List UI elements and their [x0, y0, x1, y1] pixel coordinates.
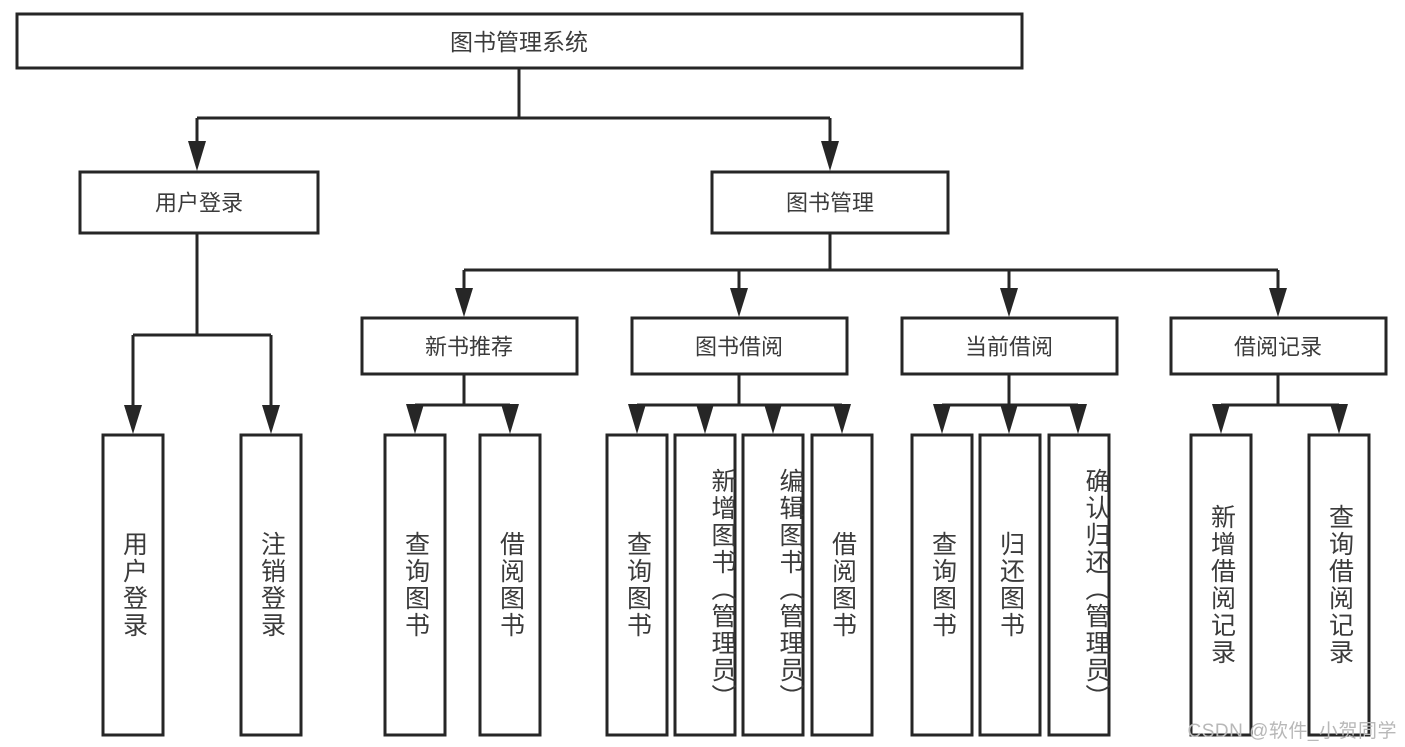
arrowhead-leaf-query-book-1	[406, 404, 424, 434]
node-user-login-label: 用户登录	[155, 191, 243, 216]
leaf-box-edit-book[interactable]	[741, 433, 805, 737]
node-new-book-rec[interactable]: 新书推荐	[360, 316, 579, 376]
arrowhead-leaf-add-book	[696, 404, 714, 434]
nodes-layer: 图书管理系统 用户登录 图书管理 新书推荐 图书借阅 当前	[15, 12, 1388, 737]
leaf-box-return-book[interactable]	[978, 433, 1042, 737]
arrowhead-leaf-query-book-2	[628, 404, 646, 434]
arrowhead-user-login	[188, 141, 206, 171]
arrowhead-book-borrow	[730, 288, 748, 317]
arrowhead-current-borrow	[1000, 288, 1018, 317]
arrowhead-leaf-add-record	[1212, 404, 1230, 434]
arrowhead-leaf-query-record	[1330, 404, 1348, 434]
watermark-text: CSDN @软件_小贺同学	[1187, 721, 1397, 742]
node-current-borrow[interactable]: 当前借阅	[900, 316, 1119, 376]
leaf-box-query-record[interactable]	[1307, 433, 1371, 737]
arrowhead-leaf-borrow-book-2	[833, 404, 851, 434]
arrowhead-book-manage	[821, 141, 839, 171]
arrowhead-new-book-rec	[455, 288, 473, 317]
leaf-box-add-book[interactable]	[673, 433, 737, 737]
leaf-box-borrow-book-1[interactable]	[478, 433, 542, 737]
arrowhead-leaf-logout	[262, 405, 280, 434]
node-book-borrow[interactable]: 图书借阅	[630, 316, 849, 376]
arrowhead-leaf-user-login	[124, 405, 142, 434]
node-book-manage[interactable]: 图书管理	[710, 170, 950, 235]
node-root-label: 图书管理系统	[450, 29, 588, 55]
leaf-box-add-record[interactable]	[1189, 433, 1253, 737]
leaf-box-query-book-1[interactable]	[383, 433, 447, 737]
node-root-box[interactable]	[15, 12, 1024, 70]
node-book-borrow-box[interactable]	[630, 316, 849, 376]
leaf-box-logout[interactable]	[239, 433, 303, 737]
node-book-manage-box[interactable]	[710, 170, 950, 235]
edges-layer	[124, 69, 1348, 434]
leaf-box-query-book-3[interactable]	[910, 433, 974, 737]
leaf-box-query-book-2[interactable]	[605, 433, 669, 737]
node-root[interactable]: 图书管理系统	[15, 12, 1024, 70]
node-new-book-rec-label: 新书推荐	[425, 335, 513, 360]
node-user-login[interactable]: 用户登录	[78, 170, 320, 235]
leaf-box-user-login[interactable]	[101, 433, 165, 737]
arrowhead-borrow-record	[1269, 288, 1287, 317]
node-new-book-rec-box[interactable]	[360, 316, 579, 376]
node-borrow-record[interactable]: 借阅记录	[1169, 316, 1388, 376]
node-user-login-box[interactable]	[78, 170, 320, 235]
arrowhead-leaf-borrow-book-1	[501, 404, 519, 434]
node-current-borrow-label: 当前借阅	[965, 335, 1053, 360]
arrowhead-leaf-confirm-return	[1069, 404, 1087, 434]
node-book-borrow-label: 图书借阅	[695, 335, 783, 360]
node-current-borrow-box[interactable]	[900, 316, 1119, 376]
leaf-box-borrow-book-2[interactable]	[810, 433, 874, 737]
leaf-box-confirm-return[interactable]	[1047, 433, 1111, 737]
arrowhead-leaf-return-book	[1000, 404, 1018, 434]
node-borrow-record-label: 借阅记录	[1234, 335, 1322, 360]
node-borrow-record-box[interactable]	[1169, 316, 1388, 376]
node-book-manage-label: 图书管理	[786, 191, 874, 216]
arrowhead-leaf-query-book-3	[933, 404, 951, 434]
arrowhead-leaf-edit-book	[764, 404, 782, 434]
